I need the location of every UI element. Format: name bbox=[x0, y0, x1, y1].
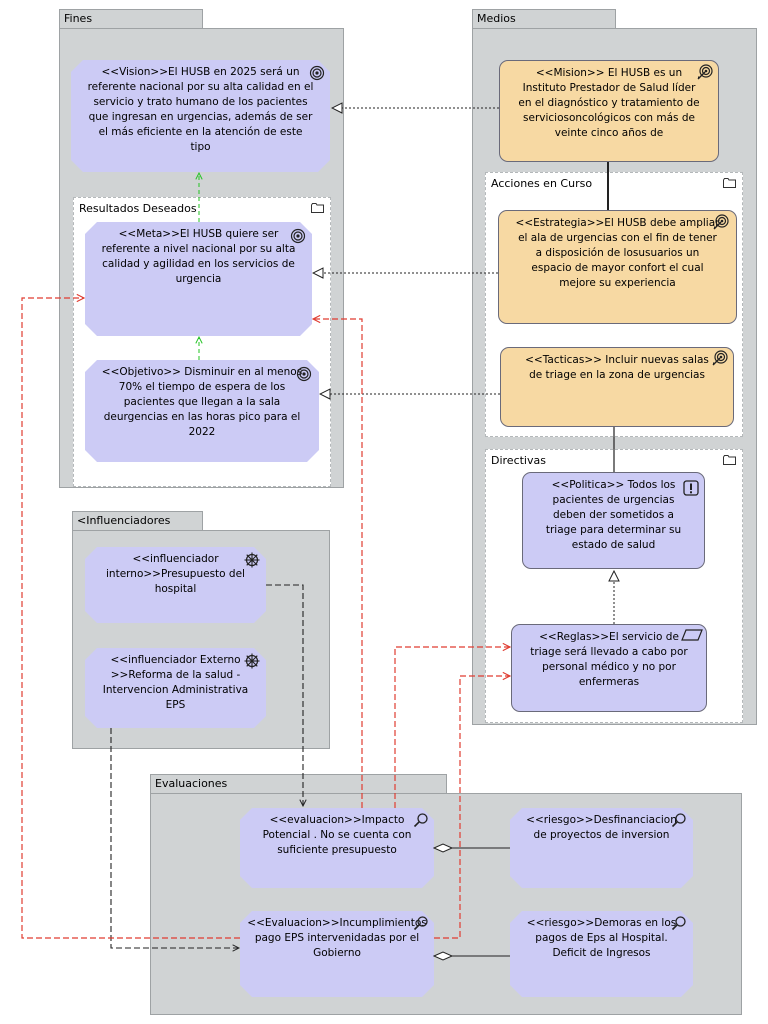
target-icon bbox=[697, 64, 713, 80]
assessment-icon bbox=[413, 916, 428, 931]
riesgo-desfinanciacion-node[interactable]: <<riesgo>>Desfinanciacion de proyectos d… bbox=[510, 808, 693, 888]
connector-incumpl-reglas bbox=[434, 676, 510, 939]
connector-impacto-meta bbox=[313, 319, 363, 808]
tacticas-node[interactable]: <<Tacticas>> Incluir nuevas salas de tri… bbox=[500, 347, 734, 427]
riesgo-demoras-node[interactable]: <<riesgo>>Demoras en los pagos de Eps al… bbox=[510, 911, 693, 997]
connector-interno-evaluacion bbox=[266, 584, 303, 806]
riesgo-desfinanciacion-label: <<riesgo>>Desfinanciacion de proyectos d… bbox=[526, 814, 677, 841]
container-title: Acciones en Curso bbox=[491, 177, 593, 190]
connector-impacto-reglas bbox=[394, 647, 510, 808]
group-tab-medios: Medios bbox=[472, 9, 616, 28]
goal-icon bbox=[309, 65, 325, 81]
evaluacion-impacto-label: <<evaluacion>>Impacto Potencial . No se … bbox=[262, 814, 412, 856]
influenciador-interno-node[interactable]: <<influenciador interno>>Presupuesto del… bbox=[85, 547, 266, 623]
container-title: Resultados Deseados bbox=[79, 202, 197, 215]
goal-icon bbox=[290, 228, 306, 244]
riesgo-demoras-label: <<riesgo>>Demoras en los pagos de Eps al… bbox=[526, 917, 677, 959]
politica-node[interactable]: <<Politica>> Todos los pacientes de urge… bbox=[522, 472, 705, 569]
evaluacion-incumplimientos-label: <<Evaluacion>>Incumplimientos pago EPS i… bbox=[247, 917, 427, 959]
reglas-node[interactable]: <<Reglas>>El servicio de triage será lle… bbox=[511, 624, 707, 712]
connector-evaluacion-meta bbox=[21, 298, 240, 939]
assessment-icon bbox=[671, 813, 686, 828]
objetivo-node[interactable]: <<Objetivo>> Disminuir en al menos 70% e… bbox=[85, 360, 319, 462]
vision-node[interactable]: <<Vision>>El HUSB en 2025 será un refere… bbox=[71, 60, 330, 172]
estrategia-node[interactable]: <<Estrategia>>El HUSB debe ampliar el al… bbox=[498, 210, 737, 324]
principle-icon bbox=[683, 480, 699, 496]
mision-node[interactable]: <<Mision>> El HUSB es un Instituto Prest… bbox=[499, 60, 719, 162]
goal-icon bbox=[296, 366, 312, 382]
meta-node[interactable]: <<Meta>>El HUSB quiere ser referente a n… bbox=[85, 222, 312, 336]
group-tab-influenciadores: <Influenciadores bbox=[72, 511, 203, 530]
target-icon bbox=[713, 214, 729, 230]
politica-label: <<Politica>> Todos los pacientes de urge… bbox=[545, 479, 682, 551]
influenciador-interno-label: <<influenciador interno>>Presupuesto del… bbox=[106, 553, 245, 595]
evaluacion-impacto-node[interactable]: <<evaluacion>>Impacto Potencial . No se … bbox=[240, 808, 434, 888]
objetivo-label: <<Objetivo>> Disminuir en al menos 70% e… bbox=[101, 366, 303, 438]
assessment-icon bbox=[413, 813, 428, 828]
evaluacion-incumplimientos-node[interactable]: <<Evaluacion>>Incumplimientos pago EPS i… bbox=[240, 911, 434, 997]
connector-externo-evaluacion bbox=[110, 728, 239, 948]
influencer-icon bbox=[244, 653, 260, 669]
tacticas-label: <<Tacticas>> Incluir nuevas salas de tri… bbox=[525, 354, 709, 381]
mision-label: <<Mision>> El HUSB es un Instituto Prest… bbox=[518, 67, 700, 139]
meta-label: <<Meta>>El HUSB quiere ser referente a n… bbox=[101, 228, 296, 285]
vision-label: <<Vision>>El HUSB en 2025 será un refere… bbox=[87, 66, 314, 153]
group-tab-evaluaciones: Evaluaciones bbox=[150, 774, 447, 793]
reglas-label: <<Reglas>>El servicio de triage será lle… bbox=[530, 631, 688, 688]
container-title: Directivas bbox=[491, 454, 546, 467]
estrategia-label: <<Estrategia>>El HUSB debe ampliar el al… bbox=[515, 217, 720, 289]
requirement-icon bbox=[681, 629, 703, 641]
folder-icon bbox=[723, 455, 736, 465]
group-tab-fines: Fines bbox=[59, 9, 203, 28]
influenciador-externo-label: <<influenciador Externo >>Reforma de la … bbox=[102, 654, 249, 711]
influencer-icon bbox=[244, 552, 260, 568]
influenciador-externo-node[interactable]: <<influenciador Externo >>Reforma de la … bbox=[85, 648, 266, 728]
folder-icon bbox=[723, 178, 736, 188]
folder-icon bbox=[311, 203, 324, 213]
target-icon bbox=[712, 350, 728, 366]
assessment-icon bbox=[671, 916, 686, 931]
